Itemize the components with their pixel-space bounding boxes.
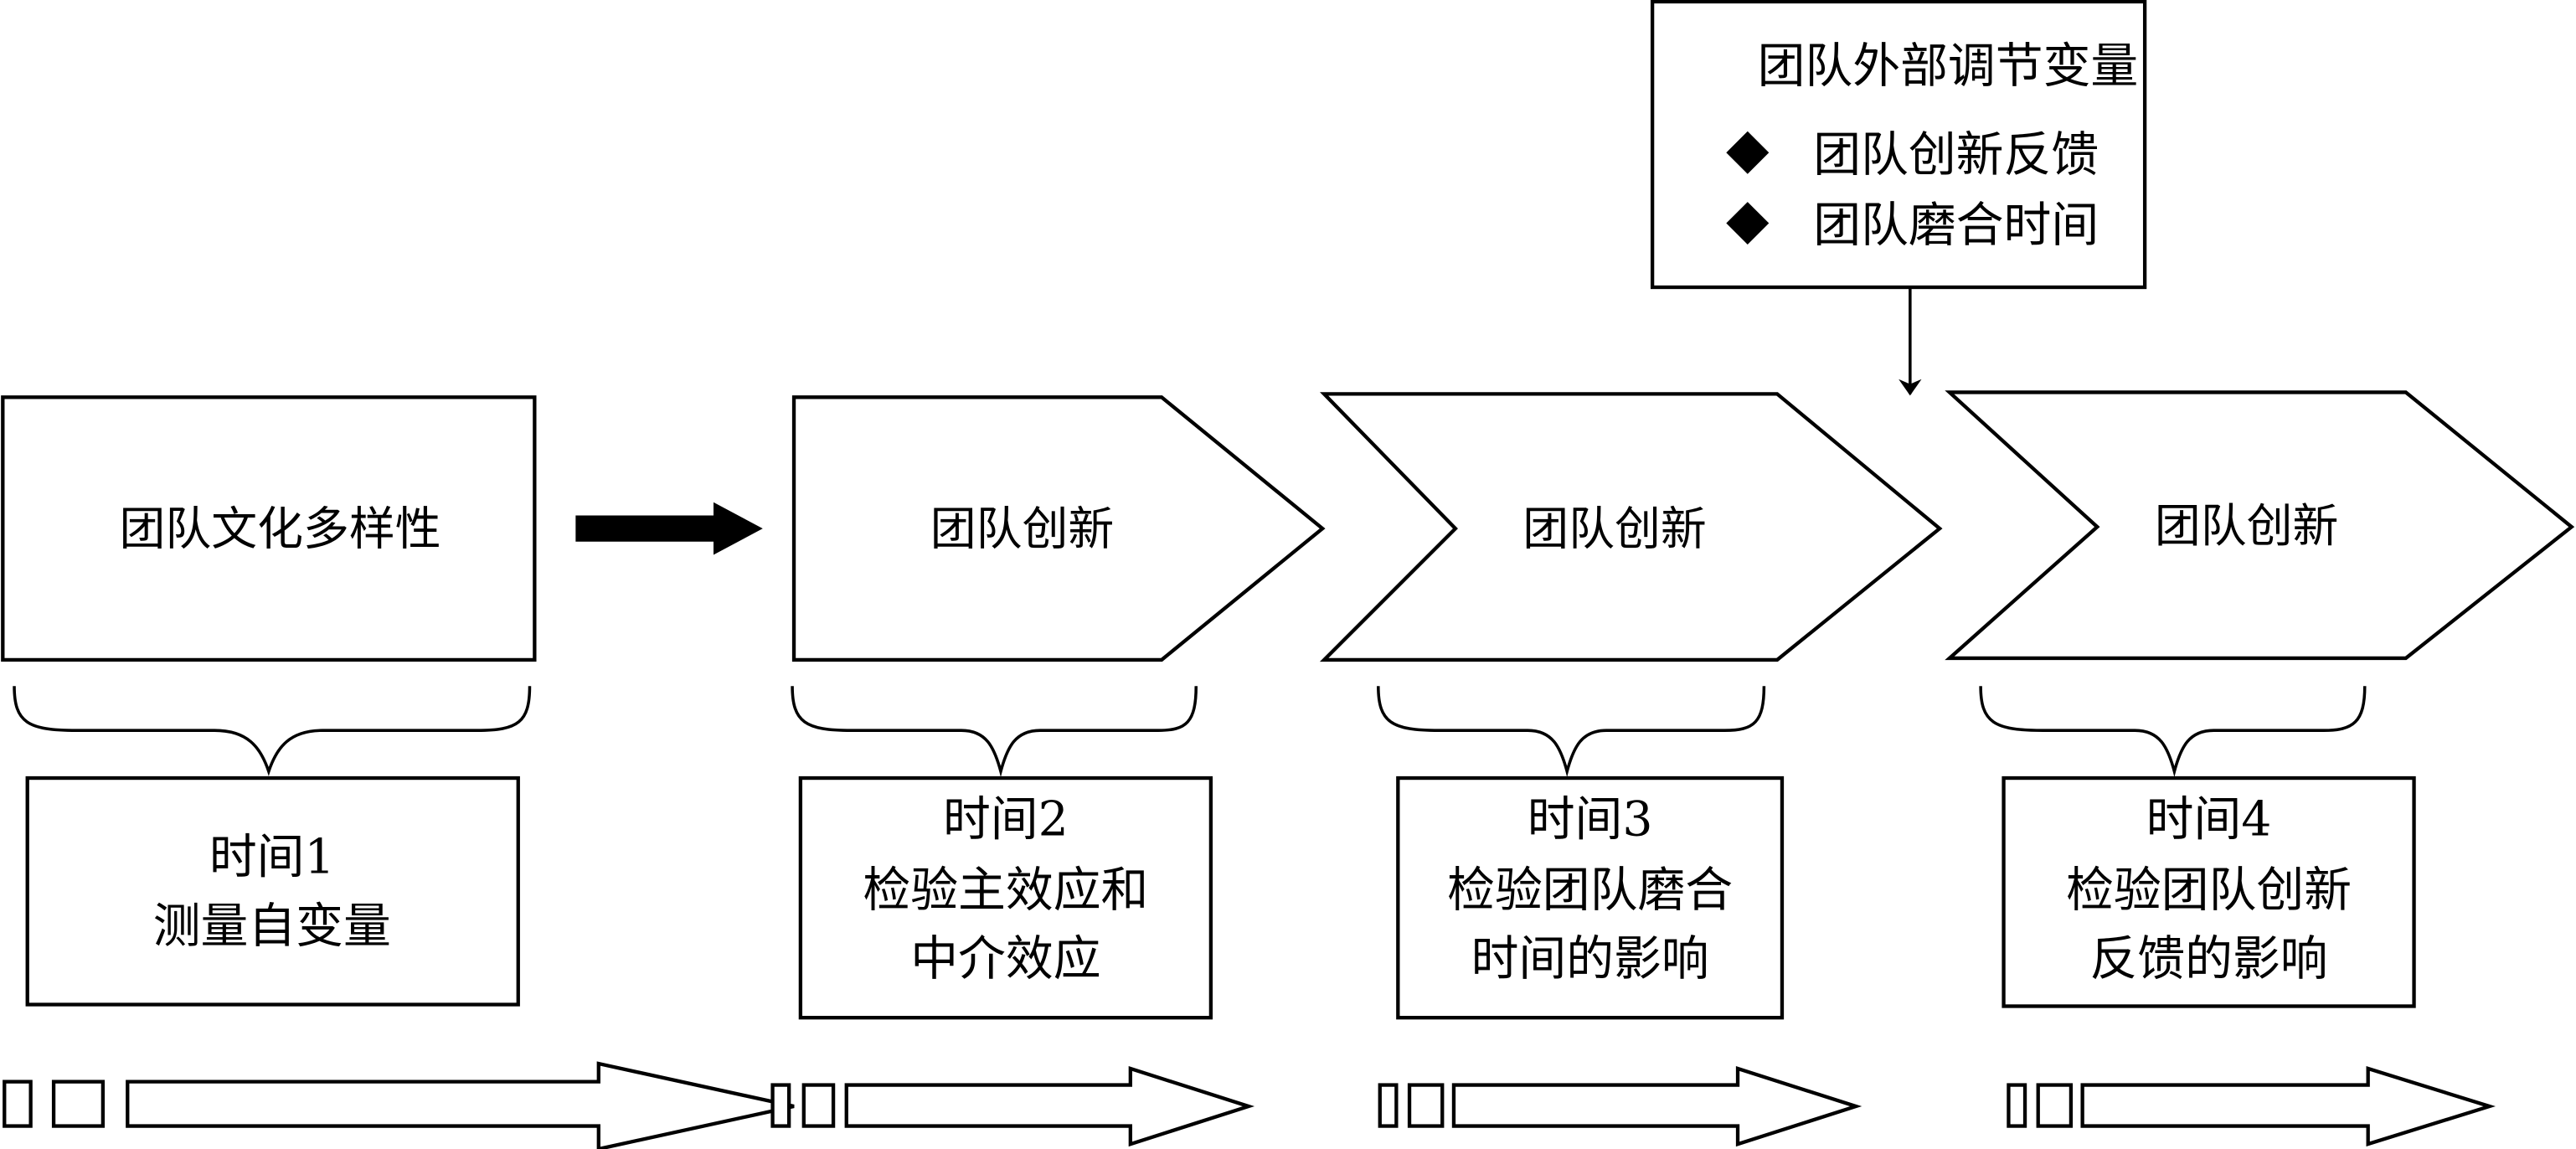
time-2-line-1: 时间2 (943, 792, 1069, 848)
brace-4 (1979, 686, 2367, 778)
time-4-line-2: 检验团队创新 (2066, 863, 2352, 918)
time-box-2: 时间2 检验主效应和 中介效应 (798, 775, 1213, 1020)
moderator-item-feedback: 团队创新反馈 (1813, 127, 2099, 183)
time-3-line-2: 检验团队磨合 (1447, 863, 1733, 918)
stage-2-label: 团队创新 (930, 502, 1115, 556)
time-4-line-1: 时间4 (2146, 792, 2272, 848)
stage-2-shape: 团队创新 (791, 395, 1326, 662)
diamond-bullet-icon (1726, 131, 1770, 174)
time-2-line-2: 检验主效应和 (863, 863, 1148, 918)
time-box-3: 时间3 检验团队磨合 时间的影响 (1396, 775, 1785, 1020)
bold-right-arrow-icon (575, 502, 763, 555)
timeline-arrow-2 (770, 1066, 1255, 1147)
moderator-title: 团队外部调节变量 (1758, 39, 2139, 94)
time-3-line-3: 时间的影响 (1471, 931, 1709, 987)
timeline-arrow-3 (1378, 1066, 1862, 1147)
time-1-line-2: 测量自变量 (153, 899, 391, 954)
stage-4-label: 团队创新 (2155, 499, 2338, 553)
stage-1-label: 团队文化多样性 (119, 502, 440, 556)
stage-3-shape: 团队创新 (1319, 392, 1943, 662)
time-3-line-1: 时间3 (1528, 792, 1653, 848)
stage-4-shape: 团队创新 (1945, 390, 2575, 661)
brace-1 (13, 686, 532, 776)
timeline-arrow-1 (3, 1061, 795, 1149)
time-1-line-1: 时间1 (209, 830, 335, 885)
time-2-line-3: 中介效应 (910, 931, 1100, 987)
moderator-box: 团队外部调节变量 团队创新反馈 团队磨合时间 (1650, 0, 2147, 290)
stage-3-label: 团队创新 (1522, 502, 1707, 556)
moderator-item-time: 团队磨合时间 (1813, 198, 2099, 253)
brace-3 (1377, 686, 1766, 778)
stage-1-shape: 团队文化多样性 (1, 395, 537, 662)
brace-2 (791, 686, 1198, 778)
time-4-line-3: 反馈的影响 (2089, 931, 2327, 987)
time-box-1: 时间1 测量自变量 (25, 775, 520, 1007)
timeline-arrow-4 (2007, 1066, 2496, 1147)
time-box-4: 时间4 检验团队创新 反馈的影响 (2002, 775, 2416, 1008)
